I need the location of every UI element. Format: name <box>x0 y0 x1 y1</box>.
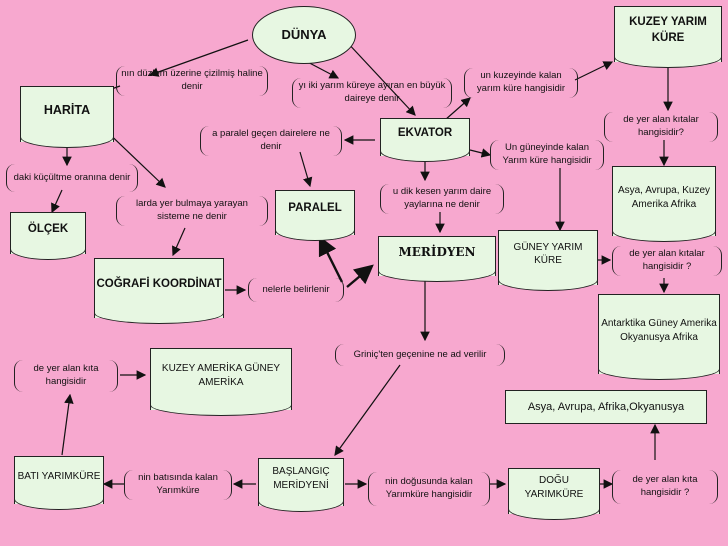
arrow-ekvator-kuzeyinde <box>444 97 471 121</box>
arrow-bati-kita <box>61 393 74 456</box>
question-kuzey-kitalar: de yer alan kıtalar hangisidir? <box>604 112 718 142</box>
question-iki-yarim-kure: yı iki yarım küreye ayıran en büyük dair… <box>292 78 452 108</box>
node-kuzey-kitalar-list: Asya, Avrupa, Kuzey Amerika Afrika <box>612 166 716 242</box>
node-dunya: DÜNYA <box>252 6 356 64</box>
node-kuzey-yarim-kure: KUZEY YARIM KÜRE <box>614 6 722 68</box>
arrow-bulmaya-cografi <box>172 227 186 257</box>
question-batisinda: nin batısında kalan Yarımküre <box>124 470 232 500</box>
node-olcek: ÖLÇEK <box>10 212 86 260</box>
question-kuzeyinde: un kuzeyinde kalan yarım küre hangisidir <box>464 68 578 98</box>
question-dogusunda: nin doğusunda kalan Yarımküre hangisidir <box>368 472 490 506</box>
node-baslangic-meridyeni: BAŞLANGIÇ MERİDYENİ <box>258 458 344 512</box>
node-antarktika-list: Antarktika Güney Amerika Okyanusya Afrik… <box>598 294 720 380</box>
question-paralel-gecen: a paralel geçen dairelere ne denir <box>200 126 342 156</box>
question-grinic: Griniç'ten geçenine ne ad verilir <box>335 344 505 366</box>
arrow-belirlenir-paralel <box>318 235 344 283</box>
node-bati-yarimkure: BATI YARIMKÜRE <box>14 456 104 510</box>
question-belirlenir: nelerle belirlenir <box>248 278 344 302</box>
arrow-dunya-duzlem <box>148 39 249 77</box>
question-bati-kita: de yer alan kıta hangisidir <box>14 360 118 392</box>
node-cografi-koordinat: COĞRAFİ KOORDİNAT <box>94 258 224 324</box>
arrow-ekvator-guneyinde <box>469 148 492 158</box>
question-dogu-kita: de yer alan kıta hangisidir ? <box>612 470 718 504</box>
arrow-kuzeyinde-kuzey <box>574 61 614 81</box>
question-guneyinde: Un güneyinde kalan Yarım küre hangisidir <box>490 140 604 170</box>
question-kucultme: daki küçültme oranına denir <box>6 164 138 192</box>
arrow-paralel-q-paralel <box>299 151 313 188</box>
node-ekvator: EKVATOR <box>380 118 470 162</box>
node-kuzey-guney-amerika: KUZEY AMERİKA GÜNEY AMERİKA <box>150 348 292 416</box>
node-harita: HARİTA <box>20 86 114 148</box>
arrow-dunya-ekvator <box>344 39 416 116</box>
question-dik-kesen: u dik kesen yarım daire yaylarına ne den… <box>380 184 504 214</box>
question-guney-kitalar: de yer alan kıtalar hangisidir ? <box>612 246 722 276</box>
arrow-kucultme-olcek <box>51 189 63 214</box>
node-paralel: PARALEL <box>275 190 355 241</box>
node-dogu-yarimkure: DOĞU YARIMKÜRE <box>508 468 600 520</box>
node-meridyen: MERİDYEN <box>378 236 496 282</box>
question-duzlem: nın düzlem üzerine çizilmiş haline denir <box>116 66 268 96</box>
arrow-grinic-baslangic <box>334 364 401 456</box>
node-dogu-kita-list: Asya, Avrupa, Afrika,Okyanusya <box>505 390 707 424</box>
question-bulmaya-yarayan: larda yer bulmaya yarayan sisteme ne den… <box>116 196 268 226</box>
arrow-belirlenir-meridyen <box>346 264 374 288</box>
node-guney-yarim-kure: GÜNEY YARIM KÜRE <box>498 230 598 291</box>
